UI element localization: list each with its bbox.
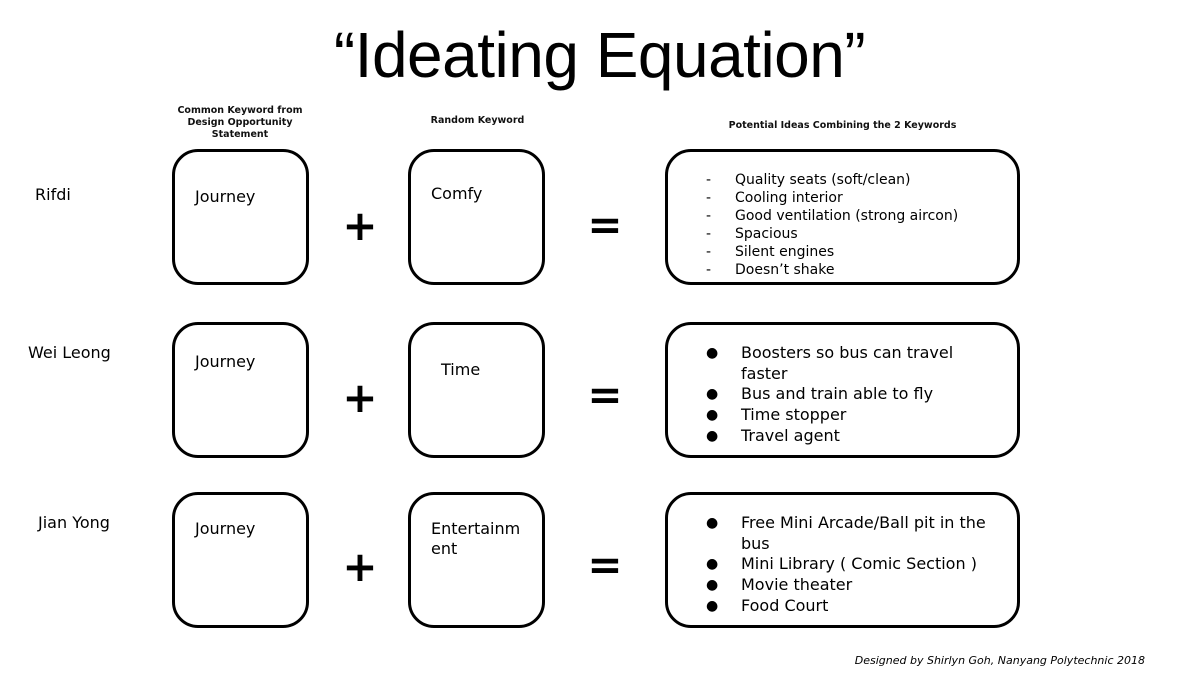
common-keyword: Journey xyxy=(195,519,256,538)
bullet-marker: ● xyxy=(706,386,719,403)
random-keyword-box: Entertainment xyxy=(408,492,545,628)
row-name: Rifdi xyxy=(35,185,71,204)
idea-item: -Silent engines xyxy=(706,244,835,260)
row-name: Jian Yong xyxy=(38,513,110,532)
common-keyword: Journey xyxy=(195,352,256,371)
header-common-keyword: Common Keyword from Design Opportunity S… xyxy=(177,105,303,140)
random-keyword: Time xyxy=(441,360,481,379)
dash-marker: - xyxy=(706,172,712,188)
idea-item: ●Time stopper xyxy=(706,405,847,425)
random-keyword: Entertainment xyxy=(431,519,521,558)
dash-marker: - xyxy=(706,262,712,278)
plus-sign: + xyxy=(342,201,378,250)
header-random-keyword: Random Keyword xyxy=(430,115,525,126)
bullet-marker: ● xyxy=(706,597,719,614)
equals-sign: = xyxy=(587,540,623,589)
idea-item: ●Mini Library ( Comic Section ) xyxy=(706,554,977,574)
bullet-marker: ● xyxy=(706,556,719,573)
idea-item: ●Boosters so bus can travel faster xyxy=(706,343,954,383)
idea-item: -Cooling interior xyxy=(706,190,843,206)
plus-sign: + xyxy=(342,373,378,422)
common-keyword-box: Journey xyxy=(172,149,309,285)
ideas-list: ●Free Mini Arcade/Ball pit in the bus ●M… xyxy=(706,513,986,617)
idea-item: ●Bus and train able to fly xyxy=(706,384,934,404)
dash-marker: - xyxy=(706,208,712,224)
idea-item: ●Food Court xyxy=(706,595,829,615)
ideas-box: -Quality seats (soft/clean) -Cooling int… xyxy=(665,149,1020,285)
bullet-marker: ● xyxy=(706,577,719,594)
idea-item: -Good ventilation (strong aircon) xyxy=(706,208,959,224)
idea-item: -Quality seats (soft/clean) xyxy=(706,172,911,188)
credit-text: Designed by Shirlyn Goh, Nanyang Polytec… xyxy=(854,654,1145,667)
header-potential-ideas: Potential Ideas Combining the 2 Keywords xyxy=(728,120,957,131)
bullet-marker: ● xyxy=(706,345,719,361)
dash-marker: - xyxy=(706,244,712,260)
idea-item: -Doesn’t shake xyxy=(706,262,835,278)
equals-sign: = xyxy=(587,200,623,249)
ideas-box: ●Boosters so bus can travel faster ●Bus … xyxy=(665,322,1020,458)
page-title: “Ideating Equation” xyxy=(333,19,866,91)
ideas-list: ●Boosters so bus can travel faster ●Bus … xyxy=(706,343,986,447)
random-keyword-box: Comfy xyxy=(408,149,545,285)
ideas-list: -Quality seats (soft/clean) -Cooling int… xyxy=(706,171,958,279)
row-name: Wei Leong xyxy=(28,343,111,362)
ideas-box: ●Free Mini Arcade/Ball pit in the bus ●M… xyxy=(665,492,1020,628)
bullet-marker: ● xyxy=(706,515,719,531)
bullet-marker: ● xyxy=(706,427,719,444)
dash-marker: - xyxy=(706,226,712,242)
random-keyword: Comfy xyxy=(431,184,483,203)
idea-item: -Spacious xyxy=(706,226,798,242)
dash-marker: - xyxy=(706,190,712,206)
bullet-marker: ● xyxy=(706,407,719,424)
idea-item: ●Free Mini Arcade/Ball pit in the bus xyxy=(706,513,986,553)
idea-item: ●Travel agent xyxy=(706,425,840,445)
equals-sign: = xyxy=(587,370,623,419)
idea-item: ●Movie theater xyxy=(706,575,853,595)
random-keyword-box: Time xyxy=(408,322,545,458)
common-keyword-box: Journey xyxy=(172,322,309,458)
plus-sign: + xyxy=(342,542,378,591)
common-keyword: Journey xyxy=(195,187,256,206)
common-keyword-box: Journey xyxy=(172,492,309,628)
